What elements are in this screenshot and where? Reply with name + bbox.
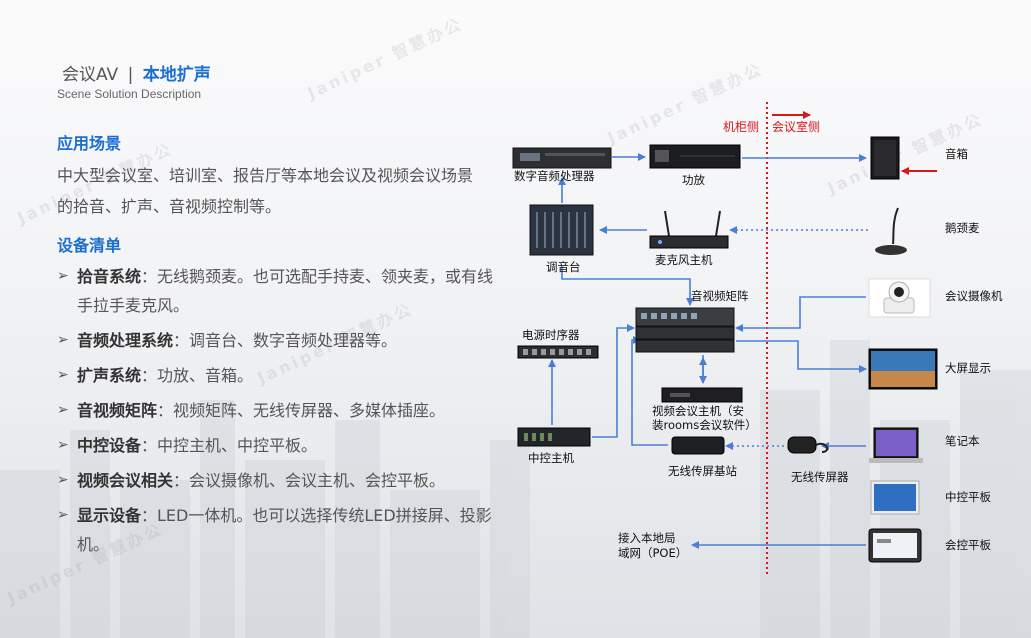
amp-device (649, 144, 741, 169)
link-mixer-matrix (561, 266, 694, 306)
mixer-device (529, 204, 594, 256)
wireless-base-label: 无线传屏基站 (668, 464, 737, 478)
arrow-bullet-icon: ➢ (57, 268, 69, 284)
page-subtitle: Scene Solution Description (57, 87, 202, 101)
arrow-bullet-icon: ➢ (57, 402, 69, 418)
item-text: ：LED一体机。也可以选择传统LED拼接屏、投影机。 (77, 506, 492, 554)
list-item: ➢ 显示设备：LED一体机。也可以选择传统LED拼接屏、投影机。 (57, 501, 497, 559)
arrow-bullet-icon: ➢ (57, 437, 69, 453)
list-item: ➢ 音视频矩阵：视频矩阵、无线传屏器、多媒体插座。 (57, 396, 497, 425)
control-host-device (517, 427, 591, 447)
gooseneck-label: 鹅颈麦 (945, 221, 980, 235)
control-host-label: 中控主机 (528, 451, 574, 465)
camera-label: 会议摄像机 (945, 289, 1003, 303)
link-camera-matrix (735, 296, 866, 332)
list-item: ➢ 视频会议相关：会议摄像机、会议主机、会控平板。 (57, 466, 497, 495)
title-prefix: 会议AV (62, 65, 119, 85)
title-separator: | (127, 65, 134, 85)
item-key: 扩声系统 (77, 366, 142, 385)
item-key: 拾音系统 (77, 267, 142, 286)
mic-host-label: 麦克风主机 (655, 253, 713, 267)
conf-pad-label: 会控平板 (945, 538, 991, 552)
item-text: ：调音台、数字音频处理器等。 (173, 331, 398, 350)
title-highlight: 本地扩声 (142, 65, 211, 85)
control-pad-device (870, 480, 920, 515)
camera-device (868, 278, 931, 318)
item-key: 音视频矩阵 (77, 401, 158, 420)
speaker-device (870, 136, 900, 180)
av-matrix-device (635, 307, 735, 353)
dsp-label: 数字音频处理器 (514, 169, 595, 183)
link-matrix-display (736, 340, 867, 373)
item-key: 视频会议相关 (77, 471, 174, 490)
list-item: ➢ 音频处理系统：调音台、数字音频处理器等。 (57, 326, 497, 355)
network-label-2: 域网（POE） (618, 546, 687, 560)
item-key: 音频处理系统 (77, 331, 174, 350)
item-text: ：会议摄像机、会议主机、会控平板。 (173, 471, 446, 490)
display-label: 大屏显示 (945, 361, 991, 375)
vc-host-device (661, 387, 743, 403)
list-item: ➢ 中控设备：中控主机、中控平板。 (57, 431, 497, 460)
zone-label-cabinet: 机柜侧 (723, 120, 759, 134)
amp-label: 功放 (682, 173, 705, 187)
vc-host-label-2: 装rooms会议软件） (652, 418, 757, 432)
page-title: 会议AV | 本地扩声 (62, 60, 211, 85)
zone-label-room: 会议室侧 (772, 119, 820, 134)
wireless-tx-label: 无线传屏器 (791, 470, 849, 484)
display-device (868, 348, 938, 390)
gooseneck-device (875, 207, 907, 255)
network-label-1: 接入本地局 (618, 531, 676, 545)
av-matrix-label: 音视频矩阵 (691, 289, 749, 303)
scene-description: 中大型会议室、培训室、报告厅等本地会议及视频会议场景的拾音、扩声、音视频控制等。 (57, 166, 474, 216)
dsp-device (512, 147, 612, 169)
item-key: 显示设备 (77, 506, 142, 525)
item-text: ：视频矩阵、无线传屏器、多媒体插座。 (157, 401, 446, 420)
wireless-tx-device (787, 436, 829, 454)
arrow-bullet-icon: ➢ (57, 367, 69, 383)
control-pad-label: 中控平板 (945, 490, 991, 504)
list-item: ➢ 扩声系统：功放、音箱。 (57, 361, 497, 390)
item-text: ：功放、音箱。 (141, 366, 254, 385)
link-control-matrix (592, 324, 635, 438)
list-item: ➢ 拾音系统：无线鹅颈麦。也可选配手持麦、领夹麦，或有线手拉手麦克风。 (57, 262, 497, 320)
laptop-device (869, 427, 923, 463)
conf-pad-device (868, 528, 922, 563)
equipment-list: ➢ 拾音系统：无线鹅颈麦。也可选配手持麦、领夹麦，或有线手拉手麦克风。 ➢ 音频处理… (57, 262, 497, 565)
power-seq-label: 电源时序器 (522, 328, 580, 342)
mic-host-device (649, 210, 729, 249)
item-text: ：无线鹅颈麦。也可选配手持麦、领夹麦，或有线手拉手麦克风。 (77, 267, 494, 315)
speaker-label: 音箱 (945, 147, 968, 161)
wireless-base-device (671, 436, 725, 455)
equipment-heading: 设备清单 (57, 236, 122, 255)
power-seq-device (517, 345, 599, 359)
mixer-label: 调音台 (546, 260, 581, 274)
arrow-bullet-icon: ➢ (57, 332, 69, 348)
arrow-bullet-icon: ➢ (57, 507, 69, 523)
item-text: ：中控主机、中控平板。 (141, 436, 318, 455)
arrow-bullet-icon: ➢ (57, 472, 69, 488)
scene-heading: 应用场景 (57, 134, 122, 153)
vc-host-label-1: 视频会议主机（安 (652, 404, 744, 418)
laptop-label: 笔记本 (945, 434, 980, 448)
item-key: 中控设备 (77, 436, 142, 455)
